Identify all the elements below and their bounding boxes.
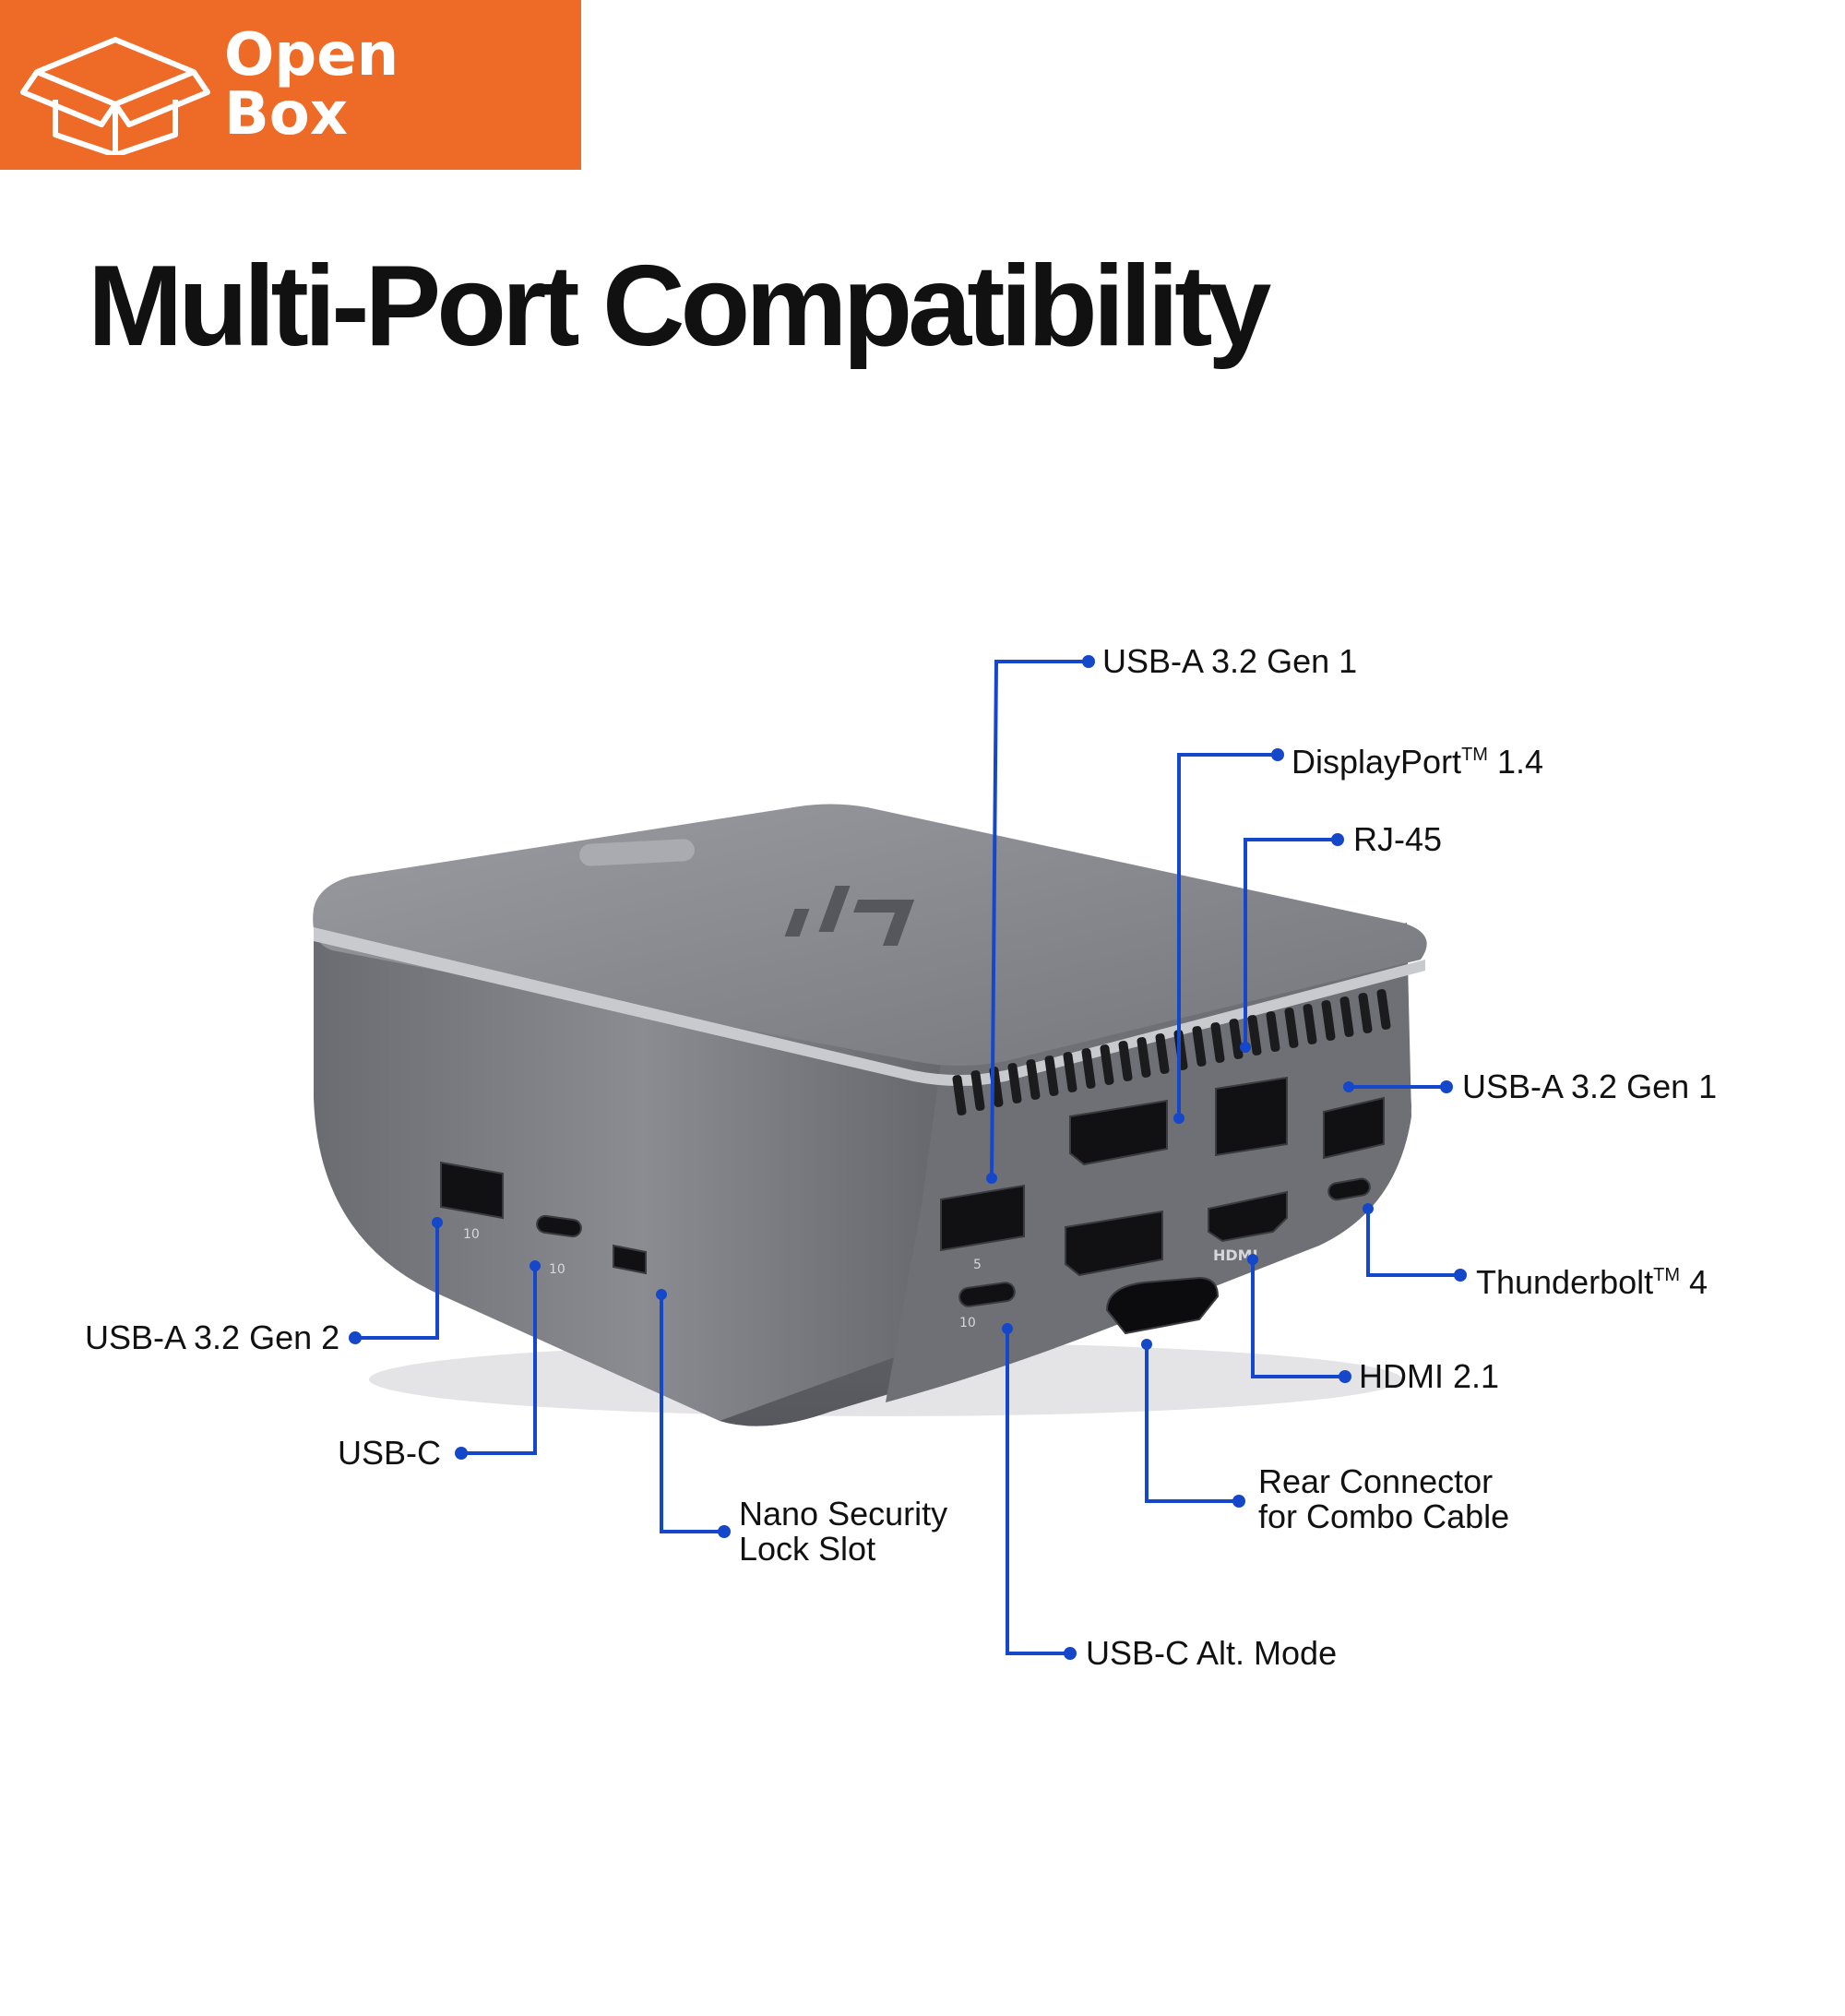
nano-lock-slot bbox=[613, 1244, 647, 1275]
hp-logo-icon bbox=[784, 886, 915, 946]
leader-usb-c bbox=[461, 1266, 537, 1455]
displayport-bottom bbox=[1065, 1210, 1163, 1277]
leader-rear-connector bbox=[1145, 1344, 1239, 1503]
callout-displayport: DisplayPortTM 1.4 bbox=[1292, 743, 1543, 781]
usb-c-port bbox=[536, 1214, 582, 1238]
vent-grille bbox=[952, 989, 1391, 1115]
badge-text: Open Box bbox=[224, 26, 399, 144]
marking-10-usb-c: 10 bbox=[549, 1262, 565, 1277]
callout-usb-a-gen2: USB-A 3.2 Gen 2 bbox=[85, 1318, 340, 1356]
leader-rj45 bbox=[1244, 838, 1338, 1047]
callout-rj45: RJ-45 bbox=[1353, 820, 1443, 858]
callout-usb-c: USB-C bbox=[338, 1434, 442, 1472]
thunderbolt-port bbox=[1327, 1177, 1371, 1201]
rear-connector-port bbox=[1105, 1276, 1220, 1335]
leader-thunderbolt bbox=[1366, 1209, 1460, 1277]
side-port-panel bbox=[440, 1161, 647, 1275]
callout-dots bbox=[349, 655, 1467, 1660]
callout-hdmi: HDMI 2.1 bbox=[1359, 1357, 1500, 1395]
leader-displayport bbox=[1177, 753, 1278, 1118]
leader-usb-a-gen2 bbox=[355, 1223, 439, 1340]
marking-hdmi: HDMI bbox=[1213, 1247, 1258, 1264]
marking-5-usb-a: 5 bbox=[973, 1258, 982, 1272]
displayport-top bbox=[1069, 1099, 1168, 1166]
open-box-badge: Open Box bbox=[0, 0, 581, 170]
usb-c-alt-port bbox=[958, 1282, 1016, 1307]
callout-leaders bbox=[355, 660, 1460, 1655]
leader-usb-a-top bbox=[990, 660, 1089, 1179]
usb-a-gen1-right-port bbox=[1323, 1096, 1385, 1160]
usb-a-gen2-port bbox=[440, 1161, 504, 1220]
badge-line1: Open bbox=[224, 21, 399, 89]
open-box-icon bbox=[20, 37, 210, 155]
rear-port-panel bbox=[940, 1076, 1385, 1335]
badge-line2: Box bbox=[224, 80, 349, 149]
device-top-button bbox=[579, 839, 695, 866]
page-title: Multi-Port Compatibility bbox=[88, 243, 1271, 370]
callout-usb-a-right: USB-A 3.2 Gen 1 bbox=[1462, 1068, 1718, 1105]
callout-usb-c-alt: USB-C Alt. Mode bbox=[1086, 1634, 1338, 1672]
callout-nano-lock: Nano Security Lock Slot bbox=[739, 1495, 948, 1568]
rj45-port bbox=[1215, 1076, 1288, 1157]
marking-10-usb-a: 10 bbox=[463, 1227, 480, 1242]
leader-hdmi bbox=[1251, 1259, 1345, 1378]
callout-usb-a-top: USB-A 3.2 Gen 1 bbox=[1102, 642, 1358, 680]
usb-a-gen1-left-port bbox=[940, 1184, 1025, 1252]
port-markings: 10 10 5 10 HDMI bbox=[463, 1227, 1258, 1330]
hdmi-port bbox=[1208, 1190, 1288, 1243]
device-top-lid bbox=[313, 804, 1427, 1066]
leader-nano-lock bbox=[660, 1294, 724, 1533]
callout-rear-connector: Rear Connector for Combo Cable bbox=[1258, 1462, 1510, 1535]
marking-10-usb-c-alt: 10 bbox=[959, 1316, 976, 1330]
callout-thunderbolt: ThunderboltTM 4 bbox=[1476, 1263, 1708, 1301]
leader-usb-c-alt bbox=[1006, 1329, 1070, 1655]
